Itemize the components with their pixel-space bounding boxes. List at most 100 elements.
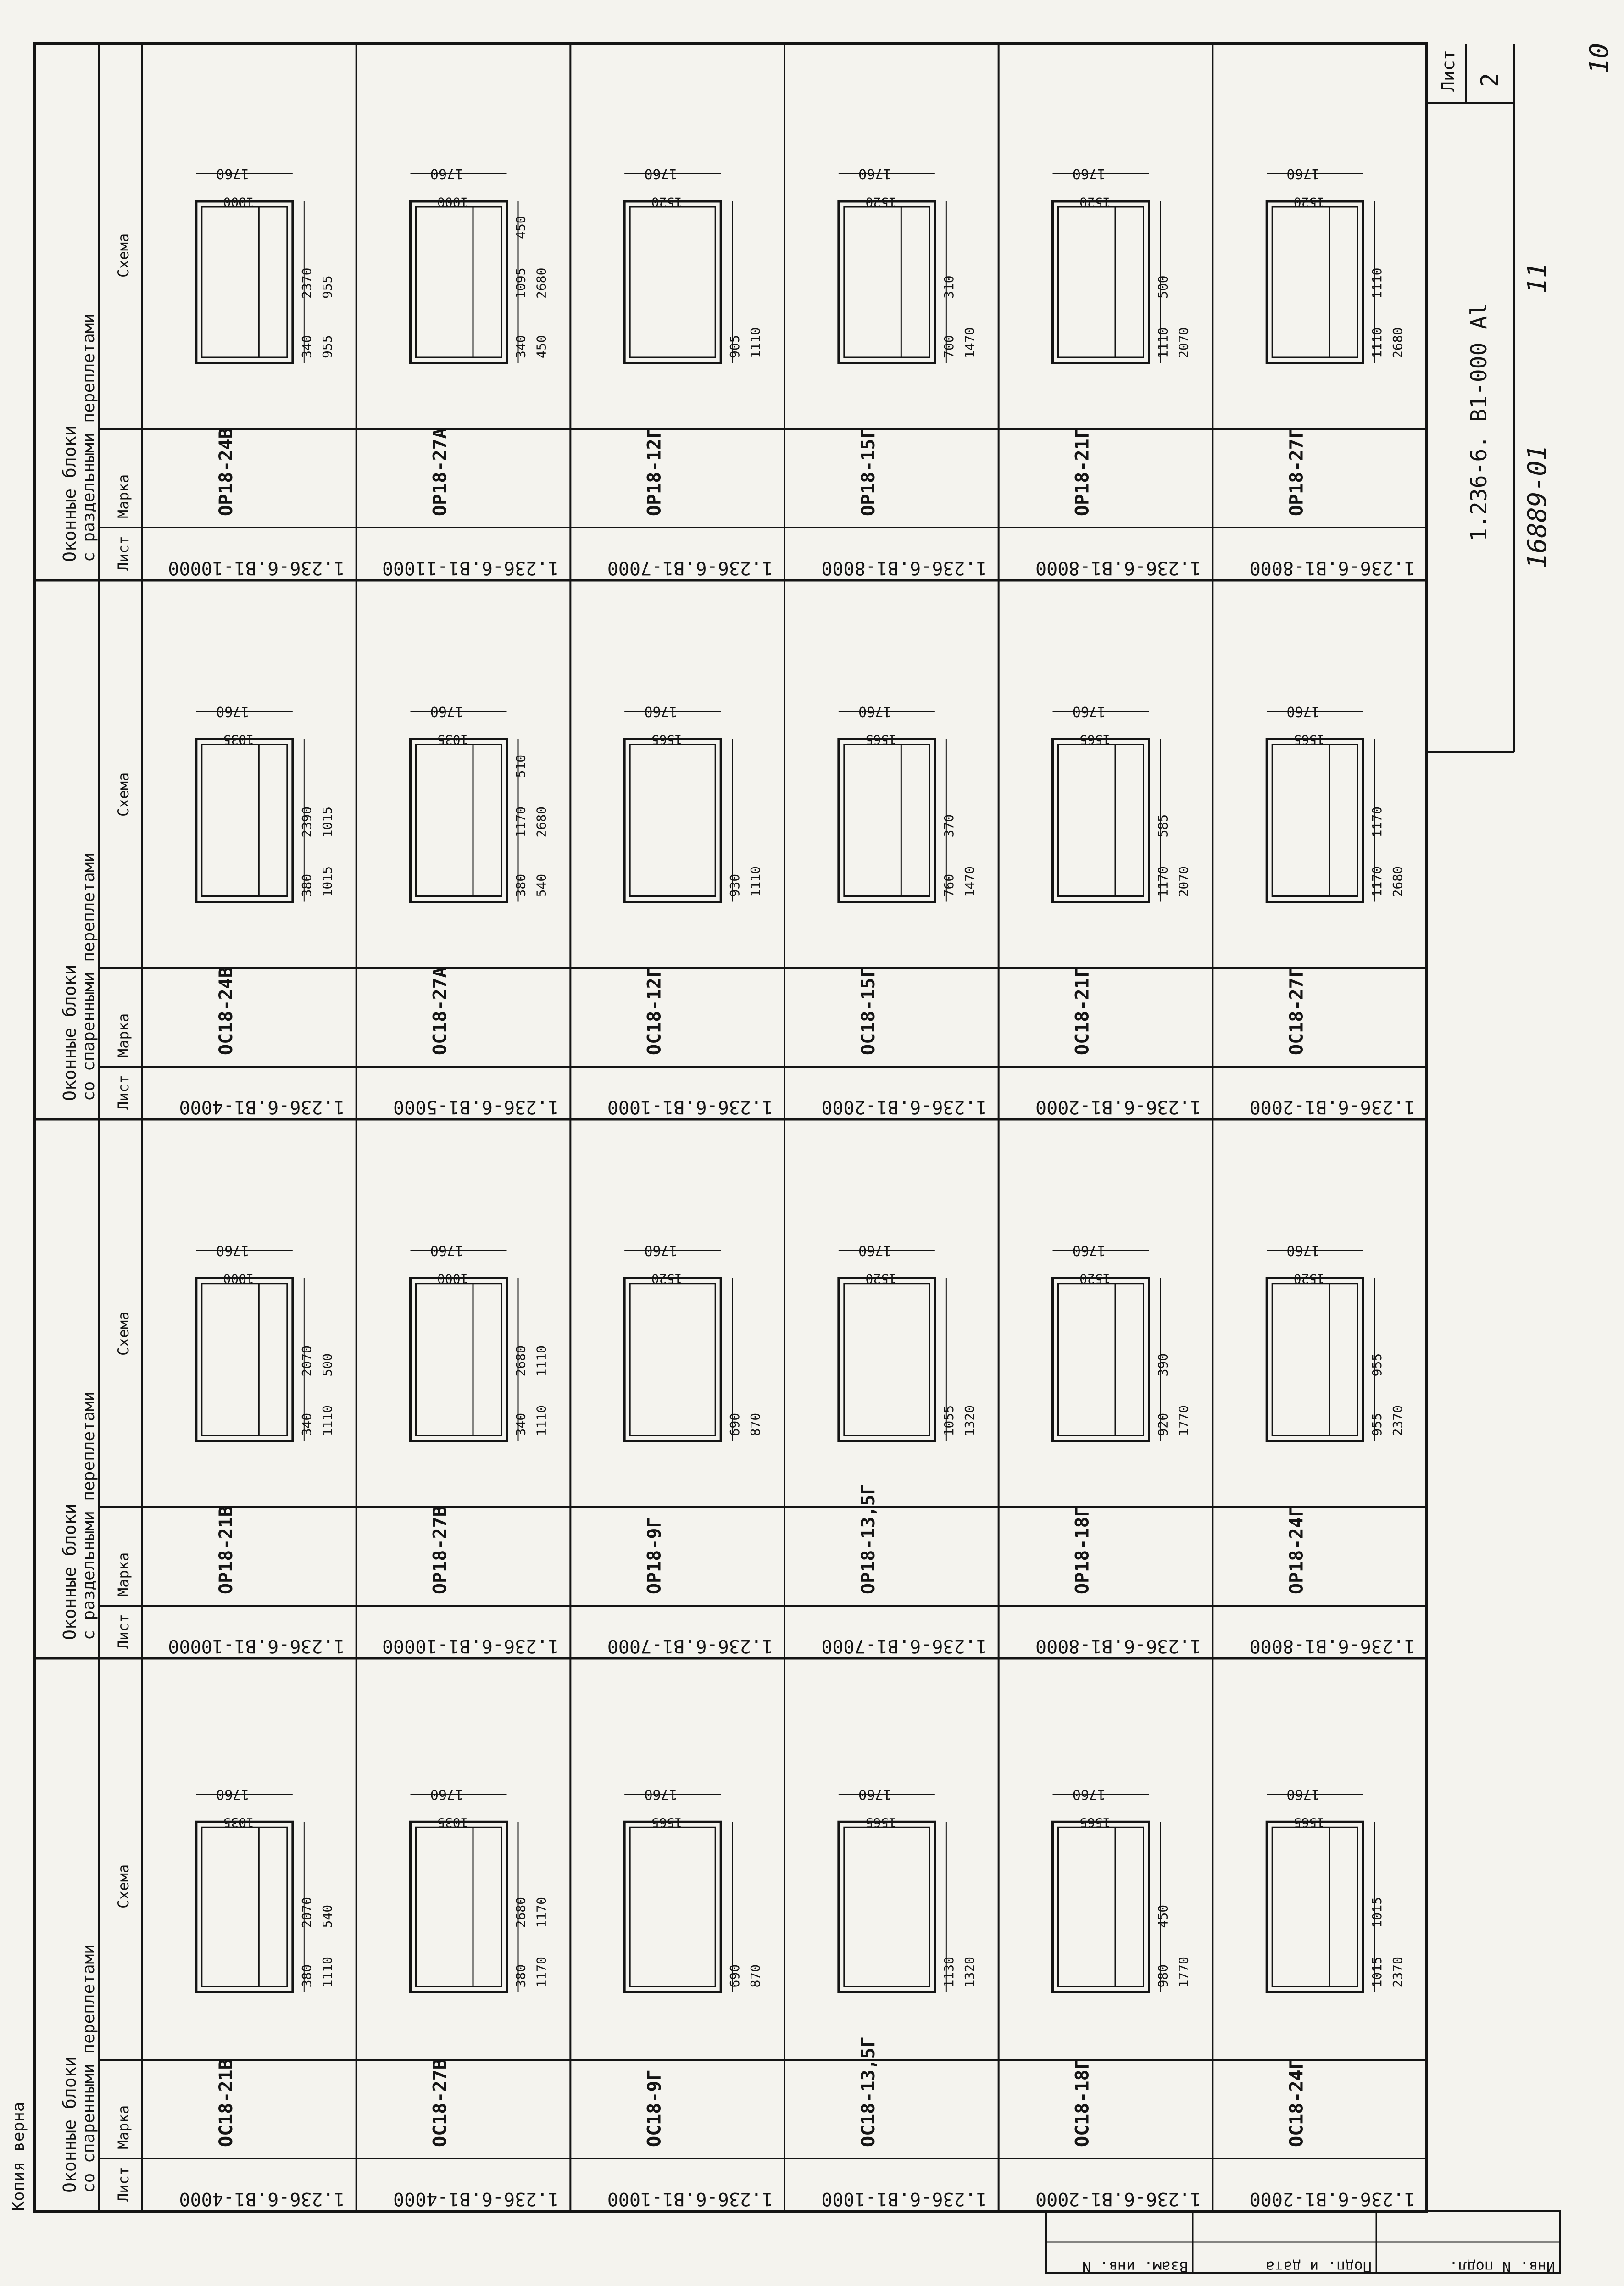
dimension-label: 930 [727,874,742,897]
row-mark: ОР18-24В [216,428,237,516]
row-sheet: 1.236-6.В1-4000 [179,2188,345,2209]
dimension-label: 1770 [1176,1405,1191,1436]
dimension-label: 980 [1156,1964,1171,1988]
header-schema: Схема [115,1312,132,1356]
window-frame [195,1820,294,1993]
dimension-label: 1760 [430,166,463,182]
sheet-frame [33,42,1428,2213]
dimension-label: 690 [727,1964,742,1988]
header-sheet: Лист [115,1614,132,1649]
dimension-label: 2390 [299,806,314,837]
row-sheet: 1.236-6.В1-2000 [1250,1096,1415,1118]
row-sheet: 1.236-6.В1-1000 [607,1096,773,1118]
dimension-label: 700 [941,335,957,358]
row-sheet: 1.236-6.В1-1000 [821,2188,987,2209]
dimension-label: 1760 [1286,1242,1319,1258]
dimension-label: 1320 [962,1405,977,1436]
dimension-label: 1760 [216,1786,249,1802]
dimension-label: 1110 [748,328,763,358]
row-sheet: 1.236-6.В1-8000 [1250,557,1415,578]
header-sheet: Лист [115,1075,132,1110]
dimension-label: 500 [320,1353,335,1377]
row-sheet: 1.236-6.В1-10000 [168,557,345,578]
dimension-label: 920 [1156,1413,1171,1436]
group-title-line2: с раздельными переплетами [79,1391,98,1640]
dimension-label: 340 [513,335,528,358]
row-sheet: 1.236-6.В1-8000 [1035,1635,1201,1657]
dimension-label: 1055 [941,1405,957,1436]
row-mark: ОР18-27А [430,428,451,516]
dimension-label: 1170 [1156,866,1171,897]
header-schema: Схема [115,234,132,278]
dimension-label: 1000 [223,195,254,210]
dimension-label: 1760 [644,1242,677,1258]
row-sheet: 1.236-6.В1-8000 [821,557,987,578]
dimension-label: 1565 [1294,1815,1324,1830]
dimension-label: 585 [1156,814,1171,838]
dimension-label: 1760 [858,1786,891,1802]
dimension-label: 340 [299,1413,314,1436]
stamp-vzam-inv: Взам. инв. N [1082,2258,1188,2275]
stamp-podp-data: Подп. и дата [1266,2258,1372,2275]
row-mark: ОС18-27Г [1286,967,1307,1055]
window-frame [1265,1820,1364,1993]
row-sheet: 1.236-6.В1-4000 [393,2188,559,2209]
dimension-label: 870 [748,1964,763,1988]
dimension-label: 1760 [644,166,677,182]
window-frame [1051,738,1150,903]
dimension-label: 340 [513,1413,528,1436]
row-sheet: 1.236-6.В1-11000 [382,557,559,578]
dimension-label: 1110 [1369,328,1385,358]
dimension-label: 310 [941,275,957,299]
dimension-label: 1760 [430,1242,463,1258]
dimension-label: 2680 [534,268,549,299]
dimension-label: 1015 [320,866,335,897]
dimension-label: 1760 [1073,1786,1106,1802]
dimension-label: 1760 [216,166,249,182]
group-title-line1: Оконные блоки [60,2057,80,2193]
row-sheet: 1.236-6.В1-7000 [607,557,773,578]
dimension-label: 905 [727,335,742,358]
dimension-label: 1000 [437,195,468,210]
dimension-label: 1760 [644,1786,677,1802]
window-frame [623,738,722,903]
dimension-label: 1760 [216,1242,249,1258]
header-sheet: Лист [115,536,132,571]
dimension-label: 540 [534,874,549,897]
row-mark: ОР18-21В [216,1506,237,1594]
dimension-label: 2680 [1390,328,1405,358]
dimension-label: 2680 [513,1346,528,1376]
dimension-label: 1565 [865,1815,896,1830]
window-frame [837,200,936,364]
dimension-label: 2070 [299,1346,314,1376]
dimension-label: 1035 [223,732,254,747]
dimension-label: 1520 [1079,195,1110,210]
dimension-label: 1015 [320,806,335,837]
dimension-label: 1170 [513,806,528,837]
dimension-label: 1035 [437,732,468,747]
window-frame [1051,1277,1150,1442]
row-mark: ОР18-21Г [1072,428,1093,516]
dimension-label: 955 [320,335,335,358]
dimension-label: 2680 [1390,866,1405,897]
row-sheet: 1.236-6.В1-8000 [1035,557,1201,578]
dimension-label: 1520 [865,1271,896,1286]
dimension-label: 955 [320,275,335,299]
header-schema: Схема [115,773,132,817]
copy-true-stamp: Копия верна [9,2102,28,2211]
window-frame [195,200,294,364]
window-frame [623,1820,722,1993]
row-mark: ОС18-24Г [1286,2058,1307,2147]
dimension-label: 1565 [1294,732,1324,747]
